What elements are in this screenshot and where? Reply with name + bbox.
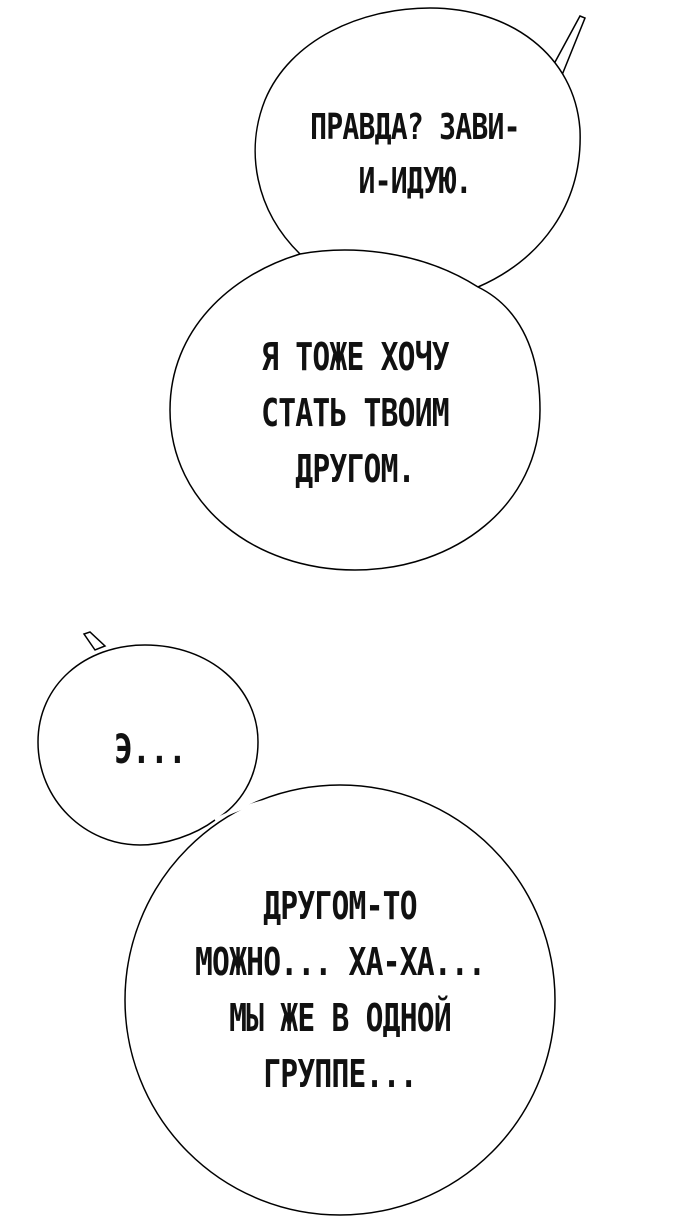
bubble-text-4: ДРУГОМ-ТО МОЖНО... ХА-ХА... МЫ ЖЕ В ОДНО… [176,880,504,1100]
bubble-1-line-2: И-ИДУЮ. [358,161,473,202]
bubble-text-2: Я ТОЖЕ ХОЧУ СТАТЬ ТВОИМ ДРУГОМ. [222,330,487,495]
bubble-small-left [37,644,259,846]
bubble-large-bottom [124,784,556,1216]
bubble-group-top [169,7,586,571]
bubble-text-1: ПРАВДА? ЗАВИ- И-ИДУЮ. [286,100,543,210]
bubble-tail-bottom [82,631,107,651]
bubble-4-line-1: ДРУГОМ-ТО [263,884,417,928]
bubble-4-line-2: МОЖНО... ХА-ХА... [194,940,486,984]
bubble-text-3: Э... [72,710,228,790]
bubble-1-line-1: ПРАВДА? ЗАВИ- [310,107,520,148]
bubble-2-line-1: Я ТОЖЕ ХОЧУ [261,334,450,379]
bubble-top-upper [254,7,581,288]
bubble-2-line-2: СТАТЬ ТВОИМ [261,390,450,435]
bubble-2-line-3: ДРУГОМ. [295,446,415,491]
bubble-top-lower [169,249,541,571]
bubble-3-line-1: Э... [113,727,187,773]
bubble-4-line-3: МЫ ЖЕ В ОДНОЙ [229,996,452,1040]
bubble-group-bottom [37,631,556,1216]
bubble-4-line-4: ГРУППЕ... [263,1052,417,1096]
